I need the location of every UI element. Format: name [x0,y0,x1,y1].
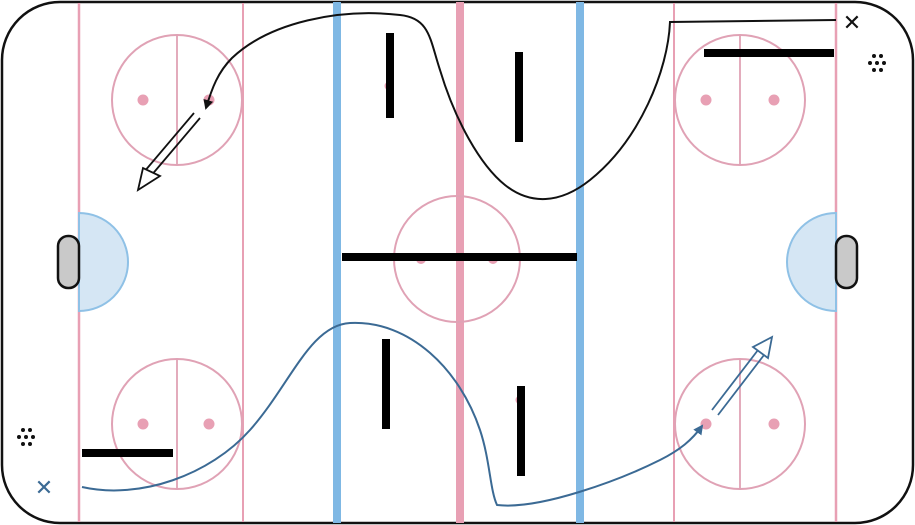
obstacle-bar-top-1 [386,33,394,118]
crease-right [786,211,837,313]
faceoff-dot-top-right-a [700,94,712,106]
goal-left [56,234,81,290]
faceoff-dot-top-left-a [137,94,149,106]
puck-pile-left [17,428,35,446]
faceoff-dot-top-right-b [768,94,780,106]
player-marker-bottom-left: ✕ [35,476,53,501]
route-blue-pass [711,335,774,416]
faceoff-dot-bottom-left-b [203,418,215,430]
faceoff-dot-bottom-right-a [700,418,712,430]
player-marker-top-right: ✕ [843,11,861,36]
goal-right [834,234,859,290]
obstacle-bar-center-horizontal [342,253,577,261]
crease-left [78,211,129,313]
route-black-skate [203,12,837,201]
obstacle-bar-top-2 [515,52,523,142]
puck-pile-right [868,54,886,72]
route-blue-skate [81,321,704,507]
obstacle-bar-bottom-1 [382,339,390,429]
obstacle-bar-bottom-2 [517,386,525,476]
faceoff-dot-bottom-right-b [768,418,780,430]
faceoff-dot-bottom-left-a [137,418,149,430]
obstacle-bar-bottom-left-horizontal [82,449,173,457]
obstacle-bar-top-right-horizontal [704,49,834,57]
route-black-pass [136,112,201,192]
